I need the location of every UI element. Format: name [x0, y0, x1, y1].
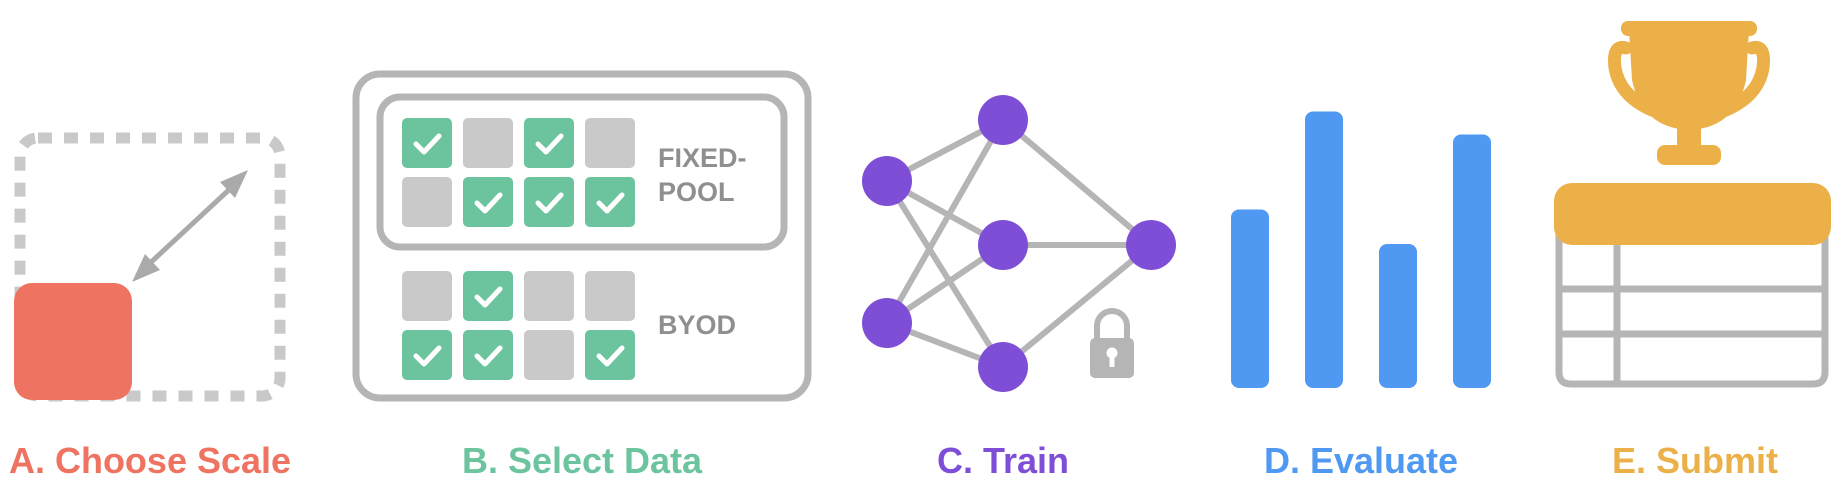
check-icon	[596, 345, 625, 367]
data-cell-selected	[585, 177, 635, 227]
data-cell-selected	[402, 118, 452, 168]
fixed-pool-label-line1: FIXED-	[658, 143, 747, 173]
check-icon	[413, 133, 442, 155]
step-evaluate: D. Evaluate	[1263, 440, 1459, 481]
data-cell-empty	[402, 177, 452, 227]
network-node	[978, 342, 1028, 392]
trophy-icon	[1608, 21, 1770, 165]
data-panel-frame	[352, 70, 812, 402]
leaderboard-table	[1554, 183, 1831, 388]
data-cell-selected	[463, 330, 513, 380]
data-cell-selected	[585, 330, 635, 380]
check-icon	[596, 192, 625, 214]
evaluate-bar	[1379, 244, 1417, 388]
data-cell-empty	[402, 271, 452, 321]
step-choose-scale: A. Choose Scale	[8, 440, 292, 481]
data-cell-empty	[585, 271, 635, 321]
data-cell-selected	[463, 177, 513, 227]
evaluate-bar-chart-icon	[1231, 111, 1491, 389]
check-icon	[413, 345, 442, 367]
fixed-pool-label-line2: POOL	[658, 177, 735, 207]
choose-scale-icon	[14, 132, 286, 402]
data-cell-empty	[524, 271, 574, 321]
check-icon	[535, 192, 564, 214]
data-cell-empty	[524, 330, 574, 380]
fixed-pool-frame	[376, 93, 788, 251]
network-node	[862, 298, 912, 348]
fixed-pool-grid	[402, 118, 635, 227]
check-icon	[474, 192, 503, 214]
data-cell-empty	[585, 118, 635, 168]
step-submit: E. Submit	[1611, 440, 1779, 481]
submit-leaderboard-icon	[1554, 21, 1831, 388]
evaluate-bar	[1231, 209, 1269, 388]
step-train: C. Train	[936, 440, 1070, 481]
check-icon	[474, 286, 503, 308]
current-scale-square	[14, 283, 132, 400]
evaluate-bar	[1305, 111, 1343, 389]
leaderboard-header	[1554, 183, 1831, 245]
data-cell-selected	[463, 271, 513, 321]
evaluate-bar	[1453, 134, 1491, 388]
network-node	[978, 95, 1028, 145]
pipeline-steps: A. Choose Scale B. Select Data C. Train …	[0, 440, 1842, 482]
step-select-data: B. Select Data	[461, 440, 703, 481]
data-cell-selected	[524, 177, 574, 227]
train-network-icon	[862, 95, 1176, 392]
lock-icon	[1090, 308, 1134, 378]
network-node	[978, 220, 1028, 270]
data-cell-empty	[463, 118, 513, 168]
network-node	[1126, 220, 1176, 270]
check-icon	[535, 133, 564, 155]
byod-label: BYOD	[658, 310, 736, 340]
double-arrow-icon	[132, 170, 248, 282]
select-data-panel: FIXED- POOL BYOD	[352, 70, 812, 402]
network-node	[862, 156, 912, 206]
target-scale-outline	[14, 132, 286, 402]
check-icon	[474, 345, 503, 367]
byod-grid	[402, 271, 635, 380]
data-cell-selected	[524, 118, 574, 168]
data-cell-selected	[402, 330, 452, 380]
